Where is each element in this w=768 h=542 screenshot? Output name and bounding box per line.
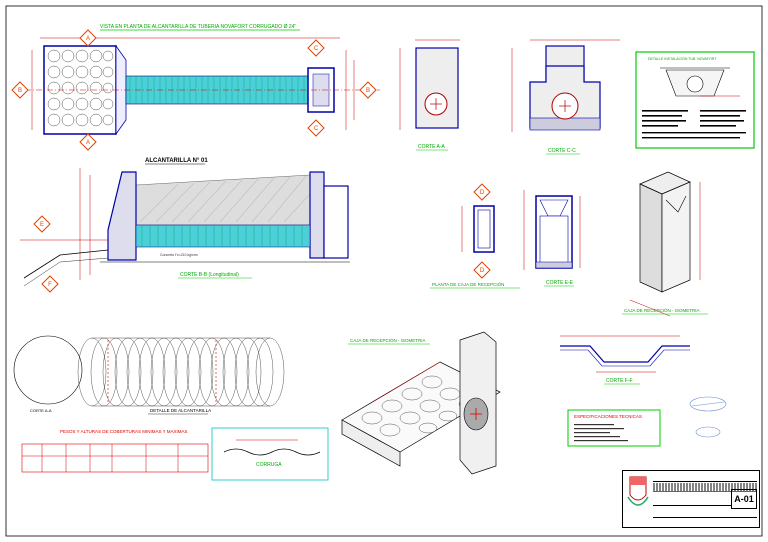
corte-cc-title: CORTE C-C (548, 148, 576, 154)
section-marker-c-1: C (307, 39, 325, 57)
corte-ff-title: CORTE F-F (606, 378, 633, 384)
section-marker-d-bottom: D (473, 261, 491, 279)
section-marker-d-top: D (473, 183, 491, 201)
detalle-title: DETALLE DE ALCANTARILLA (150, 408, 211, 413)
planta-caja-title: PLANTA DE CAJA DE RECEPCIÓN (432, 281, 504, 287)
culvert-detail: CORTE A-A DETALLE DE ALCANTARILLA (13, 335, 285, 415)
section-marker-b-right: B (359, 81, 377, 99)
svg-text:A: A (86, 140, 90, 146)
caja-iso-title-1: CAJA DE RECEPCIÓN - ISOMETRIA (624, 307, 700, 313)
corruga-title: CORRUGA (256, 462, 282, 468)
section-a-a: CORTE A-A (399, 39, 460, 151)
concreto-note-long: Concreto f'c=210 kg/cm² (160, 253, 199, 257)
caja-iso-title-2: CAJA DE RECEPCIÓN - ISOMETRIA (350, 337, 426, 343)
title-row-3 (653, 495, 731, 506)
pesos-title: PESOS Y ALTURAS DE COBERTURAS MINIMAS Y … (60, 429, 188, 434)
section-e-e: CORTE E-E (523, 190, 581, 287)
engineer-stamp (689, 396, 727, 438)
svg-text:C: C (314, 126, 319, 132)
technical-specs: ESPECIFICACIONES TECNICAS (567, 409, 661, 447)
reception-box-plan: D D PLANTA DE CAJA DE RECEPCIÓN (430, 183, 520, 289)
svg-text:B: B (366, 88, 370, 94)
alcantarilla-title: ALCANTARILLA N° 01 (145, 158, 208, 164)
pipe-longitudinal (135, 224, 311, 248)
svg-text:F: F (48, 282, 52, 288)
corte-ee-title: CORTE E-E (546, 280, 574, 286)
title-row-1 (653, 473, 757, 482)
coat-of-arms-logo (627, 476, 649, 506)
pipe-end-circle (13, 335, 83, 405)
reception-box-isometric-2: CAJA DE RECEPCIÓN - ISOMETRIA (341, 331, 501, 475)
section-marker-a-2: A (79, 133, 97, 151)
sheet-border (5, 5, 763, 537)
section-marker-e-long: E (33, 215, 51, 233)
stone-pattern-inlet (47, 49, 114, 127)
section-marker-b-left: B (11, 81, 29, 99)
corruga-detail: CORRUGA (211, 427, 329, 481)
longitudinal-section: ALCANTARILLA N° 01 E F CORTE B-B (Lo (20, 158, 350, 293)
corte-long-title: CORTE B-B (Longitudinal) (180, 272, 239, 278)
plan-view: VISTA EN PLANTA DE ALCANTARILLA DE TUBER… (11, 24, 380, 151)
corte-aa-title-2: CORTE A-A (30, 408, 52, 413)
corrugated-pipe (77, 337, 285, 407)
svg-text:D: D (480, 190, 485, 196)
svg-text:A: A (86, 36, 90, 42)
sheet-number: A-01 (731, 489, 757, 509)
svg-text:C: C (314, 46, 319, 52)
section-c-c: CORTE C-C (511, 39, 620, 155)
weights-table: PESOS Y ALTURAS DE COBERTURAS MINIMAS Y … (21, 429, 209, 473)
svg-text:E: E (40, 222, 44, 228)
title-block: A-01 (622, 470, 760, 528)
plan-title: VISTA EN PLANTA DE ALCANTARILLA DE TUBER… (100, 24, 296, 30)
especificaciones-title: ESPECIFICACIONES TECNICAS (574, 414, 642, 419)
svg-text:D: D (480, 268, 485, 274)
section-marker-c-2: C (307, 119, 325, 137)
section-marker-f-long: F (41, 275, 59, 293)
svg-text:B: B (18, 88, 22, 94)
title-row-2 (653, 483, 757, 492)
section-f-f: CORTE F-F (560, 335, 690, 385)
installation-detail: DETALLE INSTALACIÓN TUB. NOVAFORT (635, 51, 755, 149)
detalle-instalacion-title: DETALLE INSTALACIÓN TUB. NOVAFORT (648, 56, 717, 61)
section-marker-a-1: A (79, 29, 97, 47)
reception-box-isometric-1: CAJA DE RECEPCIÓN - ISOMETRIA (622, 171, 708, 317)
corte-aa-title: CORTE A-A (418, 144, 446, 150)
title-row-4 (653, 509, 757, 518)
